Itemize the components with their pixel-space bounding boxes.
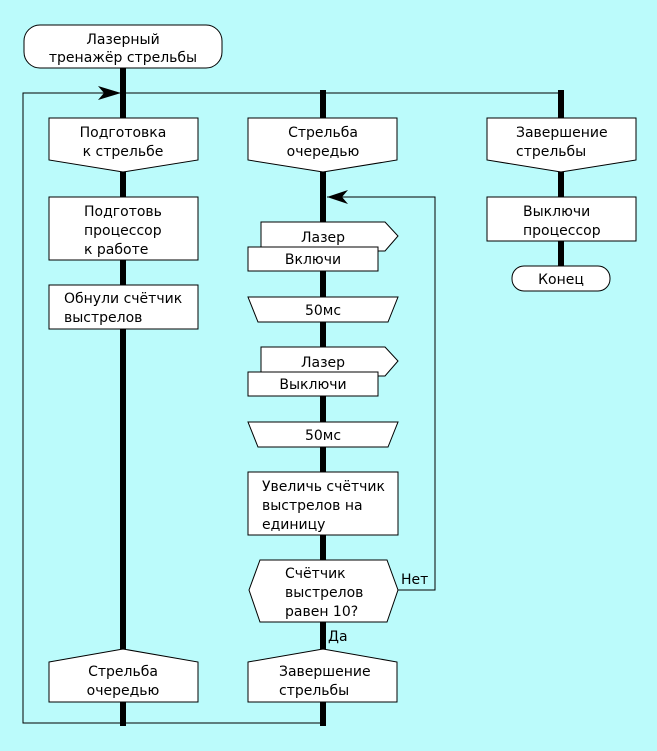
output-laser-on[interactable]: Лазер Включи [247, 221, 399, 272]
question-counter-equals-10[interactable]: Счётчик выстрелов равен 10? [248, 559, 399, 623]
header-label: Завершение [516, 125, 608, 141]
column-2-header[interactable]: Стрельба очередью [247, 117, 398, 173]
action-label: процессор [84, 223, 162, 239]
delay-label: 50мс [305, 303, 341, 319]
header-label: очередью [287, 144, 360, 160]
column-1-footer[interactable]: Стрельба очередью [48, 648, 199, 703]
action-prepare-processor[interactable]: Подготовь процессор к работе [48, 196, 199, 261]
footer-label: Завершение [279, 664, 371, 680]
action-reset-counter[interactable]: Обнули счётчик выстрелов [48, 284, 199, 330]
footer-label: Стрельба [88, 664, 158, 680]
action-label: единицу [262, 517, 325, 533]
action-label: Обнули счётчик [64, 291, 182, 307]
action-label: процессор [523, 223, 601, 239]
action-label: Подготовь [84, 204, 162, 220]
header-label: стрельбы [516, 144, 586, 160]
device-label: Лазер [301, 355, 345, 371]
action-increment-counter[interactable]: Увеличь счётчик выстрелов на единицу [247, 471, 399, 536]
no-loop-line [327, 196, 436, 591]
command-label: Включи [285, 252, 341, 268]
no-label: Нет [401, 572, 428, 588]
device-label: Лазер [301, 230, 345, 246]
action-label: выстрелов на [262, 498, 363, 514]
action-label: к работе [84, 242, 148, 258]
column-1-header[interactable]: Подготовка к стрельбе [48, 117, 199, 173]
action-label: Увеличь счётчик [262, 479, 385, 495]
delay-2[interactable]: 50мс [247, 421, 399, 448]
column-2-footer[interactable]: Завершение стрельбы [247, 648, 398, 703]
delay-1[interactable]: 50мс [247, 296, 399, 323]
start-label-1: Лазерный [86, 32, 159, 48]
delay-label: 50мс [305, 428, 341, 444]
footer-label: очередью [87, 683, 160, 699]
question-label: выстрелов [285, 585, 363, 601]
no-loop-arrow-icon [327, 190, 348, 204]
action-label: Выключи [523, 204, 590, 220]
footer-label: стрельбы [279, 683, 349, 699]
loop-arrow-icon [98, 86, 121, 100]
silhouette-return-line [22, 92, 561, 724]
end-label: Конец [538, 272, 584, 288]
end-terminator[interactable]: Конец [511, 265, 611, 292]
command-label: Выключи [279, 377, 346, 393]
start-label-2: тренажёр стрельбы [49, 50, 197, 66]
question-label: Счётчик [285, 566, 346, 582]
start-terminator[interactable]: Лазерный тренажёр стрельбы [23, 24, 223, 69]
output-laser-off[interactable]: Лазер Выключи [247, 346, 399, 397]
column-3-header[interactable]: Завершение стрельбы [486, 117, 637, 173]
header-label: к стрельбе [83, 144, 164, 160]
action-label: выстрелов [64, 310, 142, 326]
header-label: Стрельба [288, 125, 358, 141]
yes-label: Да [328, 629, 348, 645]
action-shutdown-processor[interactable]: Выключи процессор [486, 196, 637, 242]
question-label: равен 10? [285, 604, 358, 620]
header-label: Подготовка [80, 125, 167, 141]
